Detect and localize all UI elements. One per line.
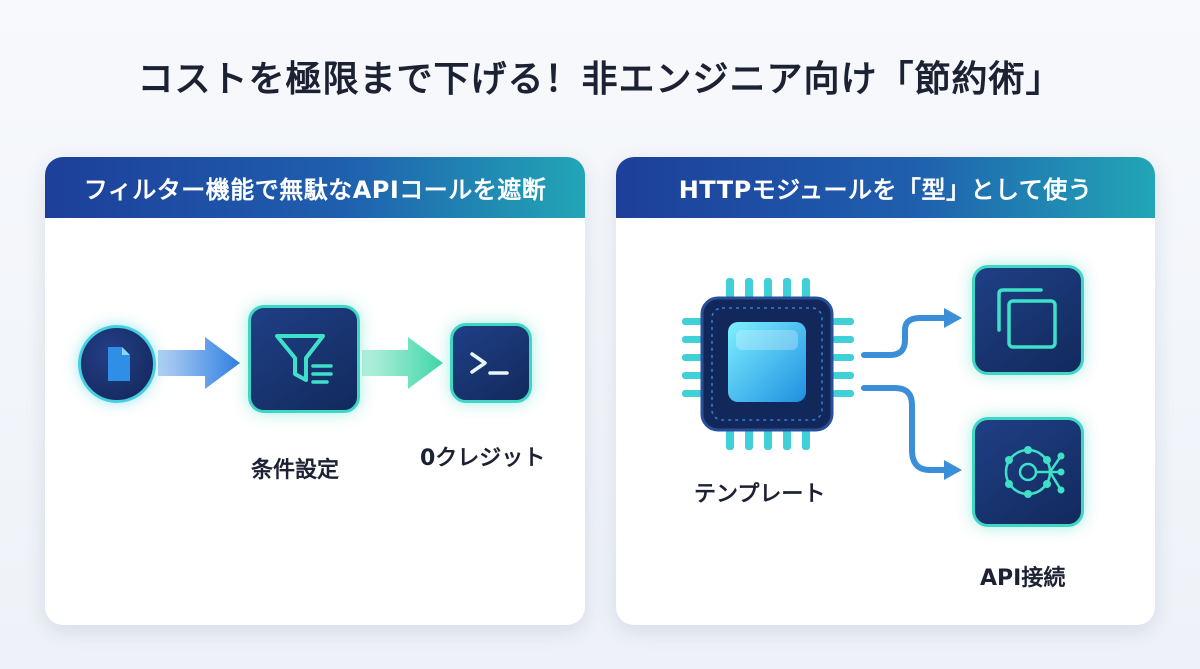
arrow-icon [944,308,962,328]
document-icon [108,347,130,381]
copy-tile [972,265,1084,375]
arrow-icon [944,460,962,480]
terminal-tile [450,323,532,403]
filter-tile [248,305,360,413]
terminal-label: 0クレジット [420,446,546,471]
network-tile [972,417,1084,527]
page-title: コストを極限まで下げる！非エンジニア向け「節約術」 [137,59,1063,100]
copy-icon [997,288,1057,349]
arrow-icon [362,337,443,389]
filter-label: 条件設定 [251,458,340,483]
filter-panel-header: フィルター機能で無駄なAPIコールを遮断 [45,157,585,218]
network-icon [1004,446,1065,498]
chip-label: テンプレート [694,482,826,507]
document-source [78,325,156,403]
terminal-icon [470,352,509,375]
filter-icon [275,334,333,384]
arrow-icon [158,337,240,389]
api-label: API接続 [980,566,1066,591]
http-panel-header: HTTPモジュールを「型」として使う [616,157,1155,218]
